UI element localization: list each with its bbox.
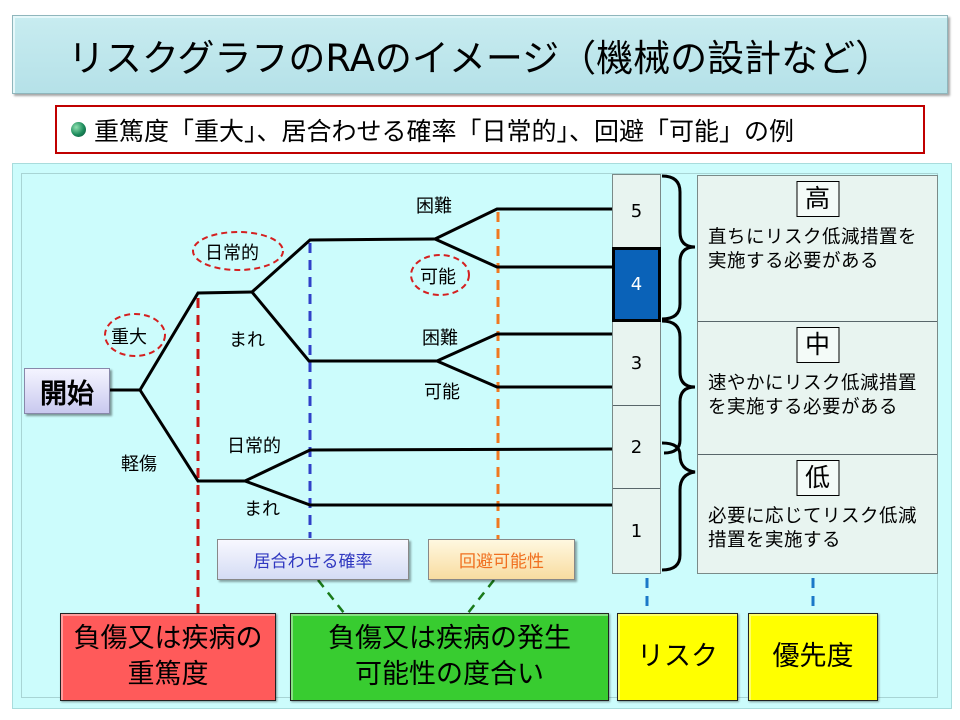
severity-category-box: 負傷又は疾病の重篤度 (60, 613, 276, 701)
branch-minor-frequent (244, 447, 613, 483)
priority-brackets (661, 174, 696, 572)
risk-level-1-label: 1 (630, 520, 643, 542)
highlight-possible (410, 254, 470, 296)
branch-major-rare (250, 291, 437, 363)
likelihood-category-box: 負傷又は疾病の発生可能性の度合い (290, 613, 609, 701)
branch-major-frequent-difficult (434, 207, 612, 241)
branch-major-frequent-possible (434, 237, 612, 269)
highlight-frequent (192, 231, 284, 271)
example-caption-text: 重篤度「重大」、居合わせる確率「日常的」、回避「可能」の例 (94, 116, 795, 146)
avoidance-upper-difficult-label: 困難 (416, 196, 452, 217)
page-title: リスクグラフのRAのイメージ（機械の設計など） (67, 36, 893, 80)
selection-highlights (104, 231, 657, 357)
risk-level-5: 5 (613, 175, 660, 248)
severity-minor-label: 軽傷 (121, 454, 157, 475)
priority-low-description: 必要に応じてリスク低減措置を実施する (708, 506, 918, 551)
risk-level-3: 3 (613, 321, 660, 405)
risk-level-2-label: 2 (630, 436, 643, 458)
globe-bullet-icon (71, 122, 86, 137)
priority-category-text: 優先度 (772, 641, 854, 672)
avoidance-lower-difficult-label: 困難 (422, 328, 458, 349)
branch-major-frequent (250, 237, 436, 294)
risk-scale: 5 4 3 2 1 (612, 174, 661, 574)
priority-medium-level: 中 (795, 327, 840, 363)
exposure-upper-frequent-label: 日常的 (205, 243, 259, 264)
avoidance-upper-possible-label: 可能 (420, 267, 456, 288)
highlight-major (104, 313, 166, 357)
likelihood-category-text: 負傷又は疾病の発生可能性の度合い (328, 623, 571, 690)
title-banner: リスクグラフのRAのイメージ（機械の設計など） (12, 15, 948, 94)
example-caption: 重篤度「重大」、居合わせる確率「日常的」、回避「可能」の例 (55, 105, 925, 154)
risk-level-4-selected: 4 (612, 247, 661, 322)
severity-category-text: 負傷又は疾病の重篤度 (73, 623, 263, 690)
avoidance-lower-possible-label: 可能 (424, 382, 460, 403)
severity-major-label: 重大 (111, 327, 147, 348)
exposure-lower-frequent-label: 日常的 (227, 436, 281, 457)
bracket-medium (661, 319, 696, 455)
bracket-high (661, 174, 696, 321)
risk-level-5-label: 5 (630, 201, 643, 222)
risk-level-3-label: 3 (630, 352, 643, 374)
exposure-factor-label: 居合わせる確率 (217, 539, 409, 580)
risk-category-box: リスク (617, 613, 738, 701)
risk-level-2: 2 (613, 405, 660, 488)
risk-category-text: リスク (637, 641, 718, 672)
avoidance-connector-line (467, 579, 495, 614)
tree-branches (108, 207, 613, 507)
branch-major-rare-possible (436, 359, 612, 389)
priority-low: 低 必要に応じてリスク低減措置を実施する (698, 454, 937, 573)
branch-minor-rare (244, 479, 612, 507)
exposure-factor-text: 居合わせる確率 (253, 552, 373, 572)
start-label: 開始 (40, 378, 94, 410)
priority-category-box: 優先度 (748, 613, 878, 701)
branch-major-rare-difficult (436, 332, 612, 363)
priority-low-level: 低 (795, 460, 840, 496)
priority-medium: 中 速やかにリスク低減措置を実施する必要がある (698, 321, 937, 454)
priority-high: 高 直ちにリスク低減措置を実施する必要がある (698, 176, 937, 321)
avoidance-factor-label: 回避可能性 (428, 539, 575, 580)
exposure-upper-rare-label: まれ (229, 330, 265, 351)
branch-minor (138, 389, 245, 483)
bracket-low (661, 441, 696, 572)
priority-high-level: 高 (795, 181, 840, 217)
risk-level-1: 1 (613, 488, 660, 573)
avoidance-factor-text: 回避可能性 (459, 552, 544, 572)
risk-level-4-label: 4 (630, 274, 643, 295)
exposure-connector-line (317, 579, 345, 614)
start-node: 開始 (24, 368, 110, 414)
priority-medium-description: 速やかにリスク低減措置を実施する必要がある (708, 373, 918, 418)
exposure-lower-rare-label: まれ (244, 499, 280, 520)
priority-table: 高 直ちにリスク低減措置を実施する必要がある 中 速やかにリスク低減措置を実施す… (697, 175, 938, 574)
branch-major (138, 290, 253, 391)
priority-high-description: 直ちにリスク低減措置を実施する必要がある (708, 227, 918, 272)
